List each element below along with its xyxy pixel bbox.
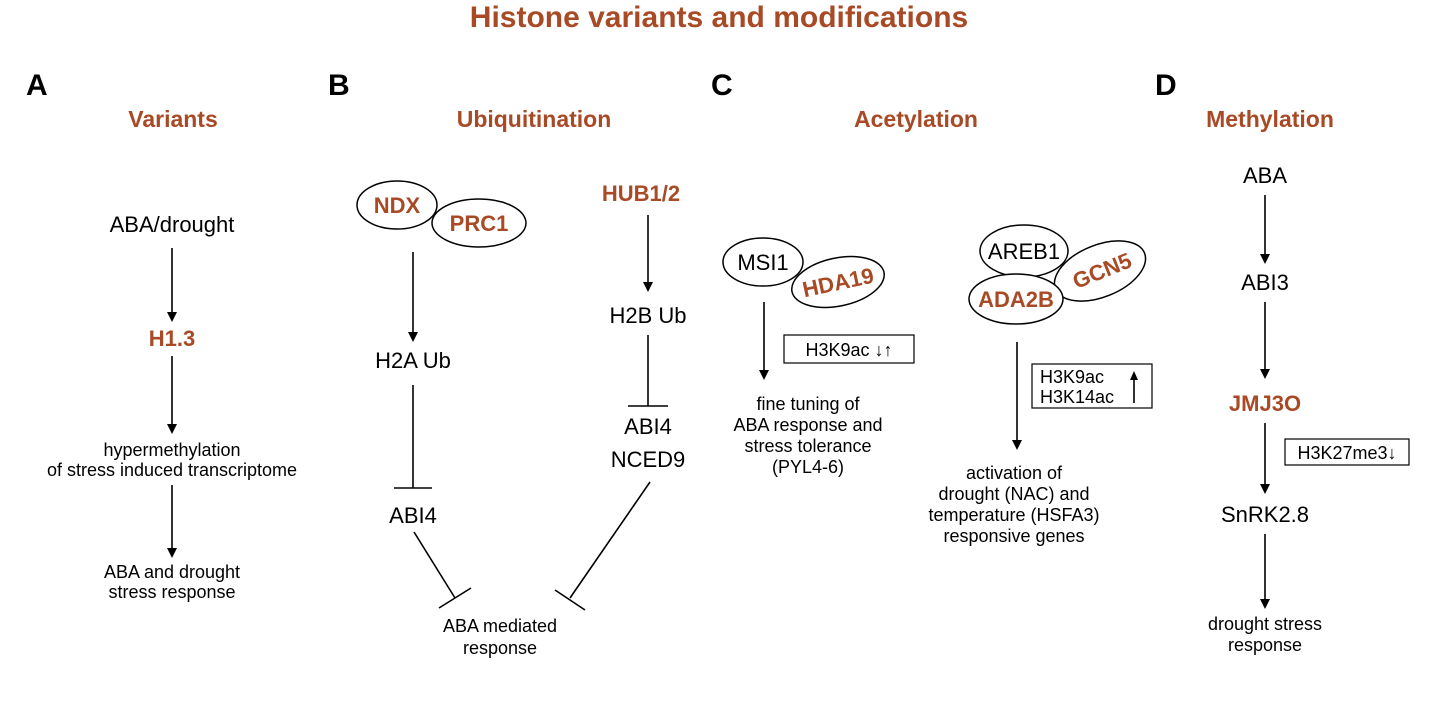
- d-node-aba: ABA: [1243, 163, 1287, 188]
- d-node-snrk28: SnRK2.8: [1221, 502, 1309, 527]
- c-node-ada2b: ADA2B: [978, 287, 1054, 312]
- b-inhibit-left-bar: [438, 587, 472, 609]
- panel-b-heading: Ubiquitination: [457, 106, 612, 132]
- a-node-response-2: stress response: [108, 582, 235, 602]
- b-node-output-1: ABA mediated: [443, 616, 557, 636]
- c-left-out-4: (PYL4-6): [772, 457, 844, 477]
- c-right-out-1: activation of: [966, 463, 1063, 483]
- c-ada2b-ellipse: [968, 273, 1064, 325]
- b-node-h2b-ub: H2B Ub: [609, 303, 686, 328]
- d-node-output-2: response: [1228, 635, 1302, 655]
- c-box-h3k9ac: [783, 334, 915, 364]
- c-node-areb1: AREB1: [988, 239, 1060, 264]
- d-box-h3k27me3-text: H3K27me3↓: [1297, 443, 1396, 463]
- b-inhibit-left: [413, 531, 456, 599]
- panel-a-letter: A: [26, 69, 48, 102]
- c-left-out-3: stress tolerance: [744, 436, 871, 456]
- b-node-prc1: PRC1: [450, 211, 509, 236]
- panel-c: C Acetylation MSI1 HDA19 H3K9ac ↓↑ fine …: [711, 69, 1153, 546]
- c-right-out-3: temperature (HSFA3): [928, 505, 1099, 525]
- panel-d-heading: Methylation: [1206, 106, 1334, 132]
- c-box-h3k9ac-h3k14ac: [1031, 363, 1153, 409]
- panel-a-heading: Variants: [128, 106, 218, 132]
- b-inhibit-right: [569, 481, 651, 599]
- c-box2-up-arrowhead: [1130, 371, 1138, 380]
- a-node-response-1: ABA and drought: [104, 562, 240, 582]
- d-node-output-1: drought stress: [1208, 614, 1322, 634]
- panel-c-letter: C: [711, 69, 733, 102]
- panel-a: A Variants ABA/drought H1.3 hypermethyla…: [26, 69, 297, 602]
- a-node-h13: H1.3: [149, 326, 195, 351]
- b-node-nced9: NCED9: [611, 447, 686, 472]
- b-prc1-ellipse: [431, 198, 527, 248]
- panel-d-letter: D: [1155, 69, 1177, 102]
- c-right-out-2: drought (NAC) and: [938, 484, 1089, 504]
- b-node-h2a-ub: H2A Ub: [375, 348, 451, 373]
- b-inhibit-right-bar: [554, 589, 586, 611]
- panel-c-heading: Acetylation: [854, 106, 978, 132]
- b-node-abi4-right: ABI4: [624, 414, 672, 439]
- d-box-h3k27me3: [1284, 438, 1410, 466]
- c-msi1-ellipse: [722, 237, 804, 287]
- c-left-out-1: fine tuning of: [756, 394, 860, 414]
- b-node-abi4-left: ABI4: [389, 503, 437, 528]
- panel-d: D Methylation ABA ABI3 JMJ3O H3K27me3↓ S…: [1155, 69, 1410, 655]
- b-node-ndx: NDX: [374, 193, 421, 218]
- c-left-out-2: ABA response and: [733, 415, 882, 435]
- c-right-out-4: responsive genes: [943, 526, 1084, 546]
- a-node-aba-drought: ABA/drought: [110, 212, 235, 237]
- b-ndx-ellipse: [356, 180, 438, 230]
- c-hda19-ellipse: [791, 255, 885, 309]
- c-box-h3k9ac-text: H3K9ac ↓↑: [805, 340, 892, 360]
- d-node-jmj30: JMJ3O: [1229, 391, 1301, 416]
- b-node-output-2: response: [463, 638, 537, 658]
- c-node-msi1: MSI1: [737, 250, 788, 275]
- c-box2-line1: H3K9ac: [1040, 367, 1104, 387]
- a-node-hypermethylation-2: of stress induced transcriptome: [47, 460, 297, 480]
- c-box2-line2: H3K14ac: [1040, 387, 1114, 407]
- b-node-hub12: HUB1/2: [602, 181, 680, 206]
- a-node-hypermethylation-1: hypermethylation: [103, 440, 240, 460]
- diagram-title: Histone variants and modifications: [470, 1, 968, 34]
- panel-b-letter: B: [328, 69, 350, 102]
- panel-b: B Ubiquitination NDX PRC1 H2A Ub ABI4 HU…: [328, 69, 687, 658]
- d-node-abi3: ABI3: [1241, 270, 1289, 295]
